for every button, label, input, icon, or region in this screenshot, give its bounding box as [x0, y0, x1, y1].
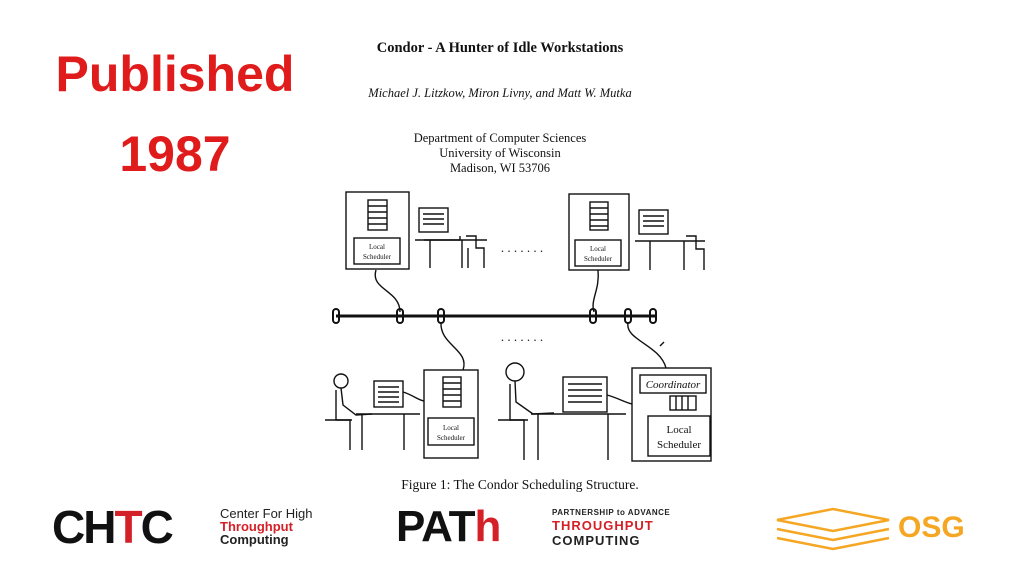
network-bus [332, 308, 657, 324]
coordinator-machine: Coordinator Local Scheduler [631, 367, 712, 462]
osg-layers-icon [776, 507, 890, 551]
local-scheduler-label-1: Local [443, 424, 459, 432]
local-scheduler-label-1: Local [590, 245, 606, 253]
workstation-top-left: Local Scheduler [345, 191, 487, 270]
ellipsis-top: . . . . . . . [501, 240, 543, 255]
path-mark-h: h [474, 502, 501, 551]
chtc-mark: CHTC [52, 501, 174, 553]
chtc-mark-t: T [114, 501, 142, 553]
local-scheduler-label-2: Scheduler [584, 255, 613, 263]
figure-caption: Figure 1: The Condor Scheduling Structur… [401, 477, 639, 492]
local-scheduler-label-2: Scheduler [363, 253, 392, 261]
chtc-line-3: Computing [220, 532, 289, 547]
path-wordmark: PATh [396, 502, 501, 551]
local-scheduler-label-1: Local [666, 424, 691, 436]
local-scheduler-label-2: Scheduler [437, 434, 466, 442]
paper-title: Condor - A Hunter of Idle Workstations [376, 40, 624, 56]
local-scheduler-label-2: Scheduler [657, 439, 701, 451]
person-icon [333, 373, 349, 389]
paper-authors: Michael J. Litzkow, Miron Livny, and Mat… [368, 86, 632, 100]
workstation-top-right: Local Scheduler [568, 193, 705, 271]
local-scheduler-box [353, 237, 401, 265]
path-line-3: COMPUTING [552, 533, 641, 548]
coordinator-box [639, 374, 707, 394]
machine-cabinet [345, 191, 410, 270]
paper-affiliation-dept: Department of Computer Sciences [413, 131, 587, 145]
osg-wordmark: OSG [898, 511, 965, 544]
ellipsis-bottom: . . . . . . . [501, 329, 543, 344]
machine-stack-icon [367, 199, 388, 231]
coordinator-label: Coordinator [646, 379, 701, 391]
workstation-bottom-middle [498, 362, 633, 460]
heading-published: Published [55, 46, 295, 102]
chair-icon [466, 235, 485, 268]
chtc-line-2: Throughput [220, 519, 293, 534]
local-scheduler-box [427, 417, 475, 446]
monitor-icon [418, 207, 449, 233]
chtc-line-1: Center For High [220, 506, 313, 521]
local-scheduler-label-1: Local [369, 243, 385, 251]
path-line-1: PARTNERSHIP to ADVANCE [552, 508, 671, 517]
paper-affiliation-univ: University of Wisconsin [439, 146, 561, 160]
chtc-wordmark: CHTC [52, 501, 174, 553]
paper-affiliation-city: Madison, WI 53706 [449, 161, 551, 175]
path-line-2: THROUGHPUT [552, 518, 654, 533]
workstation-bottom-left: Local Scheduler [325, 369, 479, 459]
heading-year: 1987 [119, 126, 231, 182]
local-scheduler-box [574, 239, 622, 267]
local-scheduler-box [647, 415, 711, 457]
